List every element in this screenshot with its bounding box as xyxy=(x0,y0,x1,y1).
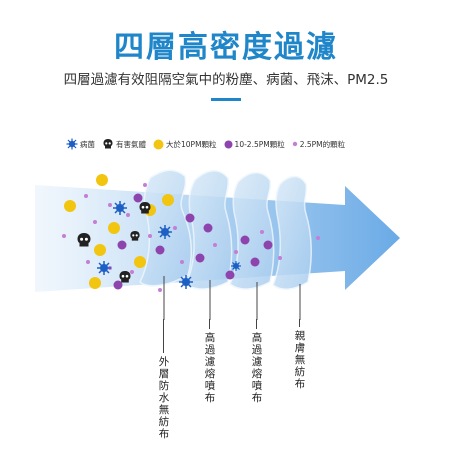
legend-label: 病菌 xyxy=(80,139,95,149)
legend-label: 有害氣體 xyxy=(116,139,146,149)
skull-icon xyxy=(119,271,131,283)
medium-particle xyxy=(113,280,123,290)
large-particle xyxy=(108,222,120,234)
virus-icon xyxy=(158,225,172,239)
filter-layer-4 xyxy=(272,175,312,290)
page-title: 四層高密度過濾 xyxy=(114,30,338,65)
particles xyxy=(62,174,320,292)
layer-label-meltblown-2: 高過濾熔噴布 xyxy=(251,332,263,404)
large-particle xyxy=(162,194,174,206)
page-subtitle: 四層過濾有效阻隔空氣中的粉塵、病菌、飛沫、PM2.5 xyxy=(63,72,389,88)
medium-particle xyxy=(155,245,165,255)
skull-icon xyxy=(103,139,113,149)
title-underline xyxy=(211,98,241,101)
medium-particle xyxy=(185,213,195,223)
legend-item-gas: 有害氣體 xyxy=(102,138,146,150)
medium-particle xyxy=(263,240,273,250)
large-particle xyxy=(64,200,76,212)
medium-particle xyxy=(133,193,143,203)
legend-item-medium-particle: 10-2.5PM顆粒 xyxy=(224,139,285,150)
legend-item-large-particle: 大於10PM顆粒 xyxy=(153,139,217,150)
skull-icon xyxy=(130,231,140,241)
layer-label-outer: 外層防水無紡布 xyxy=(158,356,170,440)
medium-particle xyxy=(225,270,235,280)
skull-icon xyxy=(139,202,151,214)
large-particle xyxy=(89,277,101,289)
legend-label: 2.5PM的顆粒 xyxy=(299,139,346,149)
layer-label-skin: 親膚無紡布 xyxy=(294,330,306,390)
medium-particle xyxy=(250,257,260,267)
virus-icon xyxy=(97,261,111,275)
filter-diagram xyxy=(35,169,400,320)
legend-item-small-particle: 2.5PM的顆粒 xyxy=(292,139,345,150)
medium-particle xyxy=(203,223,213,233)
large-particle xyxy=(134,256,146,268)
legend-label: 10-2.5PM顆粒 xyxy=(234,139,285,149)
legend: 病菌 有害氣體 大於10PM顆粒 10-2.5PM顆粒 2.5PM的顆粒 xyxy=(66,136,352,152)
skull-icon xyxy=(77,233,91,247)
medium-particle xyxy=(195,253,205,263)
small-purple-dot-icon xyxy=(292,141,297,147)
large-particle xyxy=(94,244,106,256)
viruses xyxy=(97,201,241,289)
medium-particle xyxy=(240,235,250,245)
virus-icon xyxy=(113,201,127,215)
virus-icon xyxy=(179,275,193,289)
leader-lines xyxy=(163,276,301,320)
harmful-gases xyxy=(77,202,151,283)
layer-label-meltblown-1: 高過濾熔噴布 xyxy=(204,332,216,404)
legend-item-virus: 病菌 xyxy=(66,138,95,150)
medium-particle xyxy=(117,240,127,250)
legend-label: 大於10PM顆粒 xyxy=(166,139,217,149)
yellow-dot-icon xyxy=(153,139,164,149)
large-particle xyxy=(96,174,108,186)
filter-layer-3 xyxy=(229,172,275,290)
virus-icon xyxy=(66,138,78,150)
purple-dot-icon xyxy=(224,140,233,148)
virus-icon xyxy=(231,261,241,271)
